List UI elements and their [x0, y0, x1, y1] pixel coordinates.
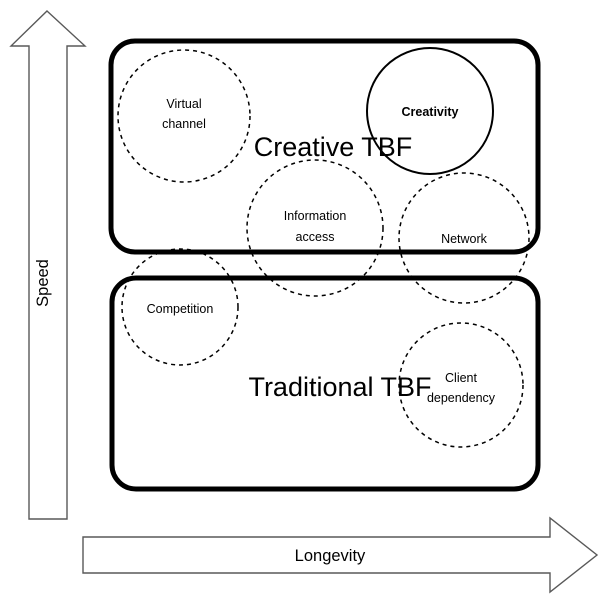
right-arrow-icon — [82, 516, 599, 594]
speed-axis-label: Speed — [34, 259, 52, 307]
competition-circle[interactable] — [121, 248, 239, 366]
creativity-label: Creativity — [402, 105, 459, 119]
bubble-information-access[interactable]: Information access — [246, 159, 384, 297]
network-label: Network — [441, 232, 488, 246]
traditional-tbf-label: Traditional TBF — [248, 372, 431, 402]
up-arrow-icon — [9, 10, 87, 520]
bubble-competition[interactable]: Competition — [121, 248, 239, 366]
client-dependency-label-line1: Client — [445, 371, 477, 385]
virtual-channel-label-line1: Virtual — [166, 97, 201, 111]
information-access-label-line1: Information — [284, 209, 347, 223]
competition-label: Competition — [147, 302, 214, 316]
creative-tbf-box[interactable] — [108, 38, 541, 255]
information-access-circle[interactable] — [246, 159, 384, 297]
bubble-virtual-channel[interactable]: Virtual channel — [117, 49, 251, 183]
creativity-circle[interactable] — [366, 47, 494, 175]
virtual-channel-label-line2: channel — [162, 117, 206, 131]
creative-tbf-group[interactable] — [108, 38, 541, 255]
bubble-creativity[interactable]: Creativity — [366, 47, 494, 175]
longevity-axis-label: Longevity — [295, 547, 366, 565]
traditional-tbf-box[interactable] — [109, 275, 541, 492]
client-dependency-circle[interactable] — [398, 322, 524, 448]
bubble-network[interactable]: Network — [398, 172, 530, 304]
bubble-client-dependency[interactable]: Client dependency — [398, 322, 524, 448]
speed-axis-group: Speed — [9, 10, 87, 520]
network-circle[interactable] — [398, 172, 530, 304]
virtual-channel-circle[interactable] — [117, 49, 251, 183]
longevity-axis-group: Longevity — [82, 516, 599, 594]
information-access-label-line2: access — [296, 230, 335, 244]
client-dependency-label-line2: dependency — [427, 391, 496, 405]
traditional-tbf-group[interactable] — [109, 275, 541, 492]
creative-tbf-label: Creative TBF — [254, 132, 413, 162]
